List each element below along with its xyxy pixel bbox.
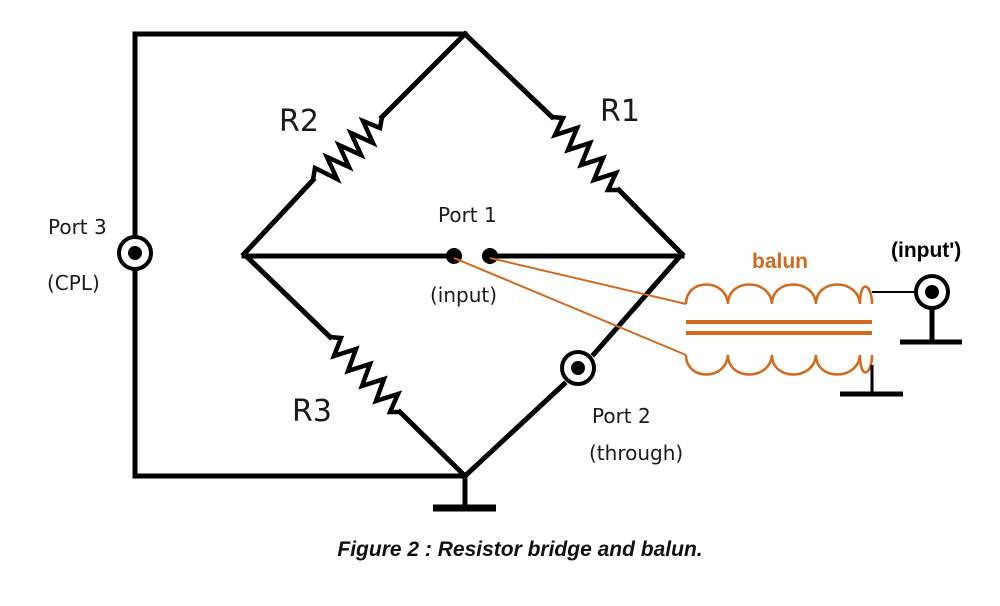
balun-upper-coil bbox=[684, 283, 874, 305]
label-input-prime: (input') bbox=[891, 239, 961, 262]
label-r2: R2 bbox=[279, 104, 319, 139]
port3-connector-icon bbox=[117, 235, 153, 271]
label-port2: Port 2 bbox=[592, 404, 651, 428]
label-port3-sub: (CPL) bbox=[47, 271, 100, 295]
wire-r3-bottom bbox=[396, 408, 469, 480]
port3-frame-wire-lower bbox=[132, 267, 468, 479]
wire-port2-bottom bbox=[461, 380, 568, 480]
wire-right-port2 bbox=[590, 250, 686, 358]
resistor-r1 bbox=[550, 114, 621, 193]
label-r1: R1 bbox=[600, 94, 640, 129]
balun-lead-upper bbox=[489, 257, 687, 305]
figure-caption: Figure 2 : Resistor bridge and balun. bbox=[337, 538, 702, 561]
resistor-r3 bbox=[329, 334, 403, 415]
port2-connector-icon bbox=[560, 350, 596, 386]
wire-left-r3 bbox=[240, 250, 334, 341]
label-port1-sub: (input) bbox=[430, 283, 497, 307]
port1-terminal-right bbox=[482, 248, 498, 264]
wire-r2-left bbox=[240, 176, 317, 258]
label-balun: balun bbox=[752, 250, 808, 273]
wire-top-r2 bbox=[378, 30, 469, 121]
balun-lead-lower bbox=[453, 257, 687, 356]
wire-top-r1 bbox=[461, 30, 556, 121]
resistor-r2 bbox=[310, 116, 385, 184]
label-r3: R3 bbox=[292, 394, 332, 429]
balun-lower-coil bbox=[684, 354, 874, 376]
label-port3: Port 3 bbox=[48, 215, 107, 239]
port3-frame-wire bbox=[132, 31, 468, 239]
input-prime-connector-icon bbox=[914, 274, 950, 310]
label-port2-sub: (through) bbox=[589, 441, 683, 465]
wire-r1-right bbox=[615, 186, 686, 258]
label-port1: Port 1 bbox=[438, 203, 497, 227]
port1-terminal-left bbox=[446, 248, 462, 264]
